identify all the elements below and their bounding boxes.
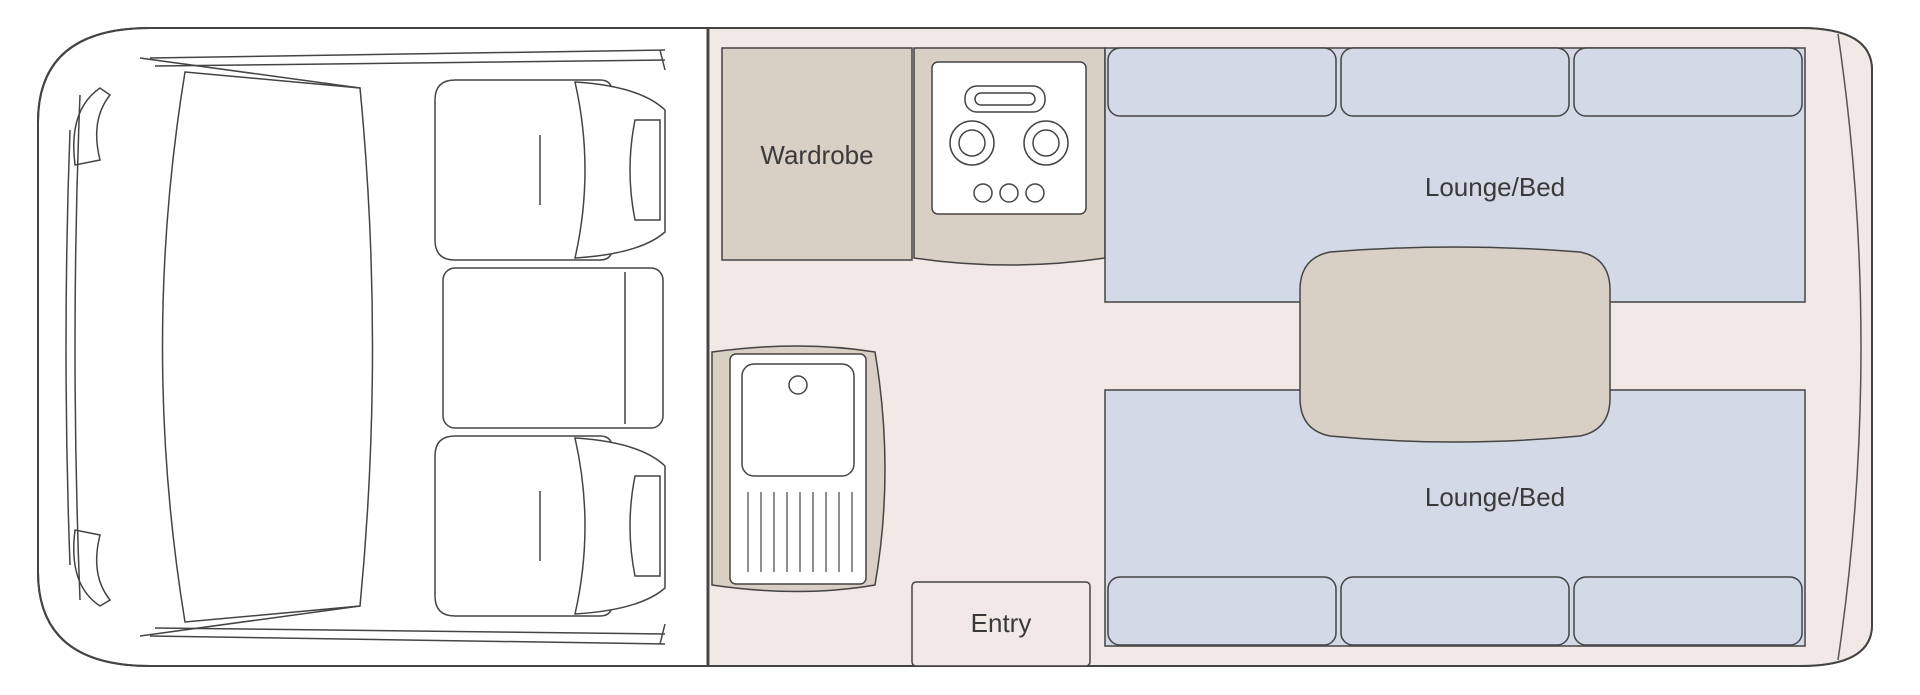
- rear-bumper: [1837, 33, 1862, 661]
- sink: [711, 345, 886, 593]
- center-seat: [442, 267, 664, 429]
- knob: [999, 183, 1019, 203]
- cushion: [1107, 47, 1337, 117]
- table: [1299, 246, 1611, 443]
- sink-drain: [788, 375, 808, 395]
- sink-basin: [741, 363, 855, 477]
- drainer: [747, 492, 853, 572]
- wardrobe-label: Wardrobe: [760, 140, 873, 170]
- wardrobe: [721, 47, 913, 261]
- passenger-seat: [434, 435, 666, 617]
- cushion: [1573, 47, 1803, 117]
- cushion: [1573, 576, 1803, 646]
- windscreen: [161, 71, 374, 623]
- cushion: [1340, 47, 1570, 117]
- lounge-bottom-label: Lounge/Bed: [1425, 482, 1565, 512]
- entry-step: [911, 581, 1091, 667]
- lounge-top-label: Lounge/Bed: [1425, 172, 1565, 202]
- burner-right: [1023, 120, 1069, 166]
- driver-seat: [434, 79, 666, 261]
- cab: [65, 49, 666, 645]
- lounge-bottom: [1104, 389, 1806, 647]
- grill: [964, 85, 1046, 113]
- cooktop: [913, 47, 1106, 266]
- knob: [973, 183, 993, 203]
- cushion: [1107, 576, 1337, 646]
- cushion: [1340, 576, 1570, 646]
- burner-left: [949, 120, 995, 166]
- knob: [1025, 183, 1045, 203]
- entry-label: Entry: [971, 608, 1032, 638]
